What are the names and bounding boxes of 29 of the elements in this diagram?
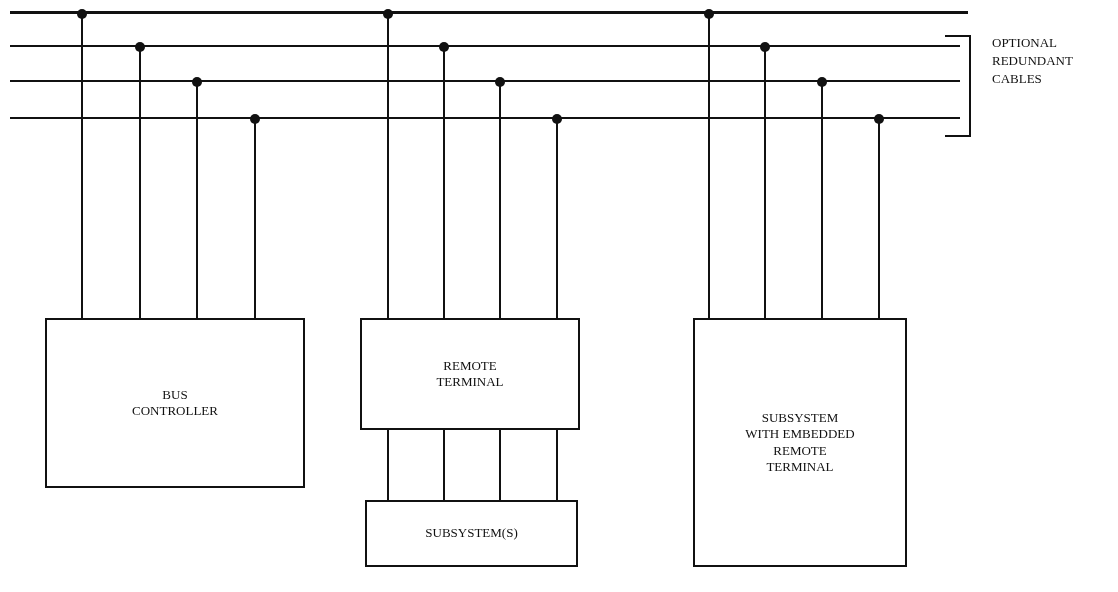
bus-stub-line bbox=[704, 9, 714, 319]
bus-stub-line bbox=[77, 9, 87, 319]
bus-stub-line bbox=[874, 114, 884, 319]
bus-stub-line bbox=[556, 429, 558, 501]
box-label: SUBSYSTEM WITH EMBEDDED REMOTE TERMINAL bbox=[744, 410, 856, 475]
box-label: BUS CONTROLLER bbox=[131, 386, 219, 420]
bus-line bbox=[10, 11, 968, 14]
bus-stub-line bbox=[250, 114, 260, 319]
terminal-box bbox=[365, 500, 578, 567]
bus-stub-line bbox=[760, 42, 770, 319]
bus-stub-line bbox=[135, 42, 145, 319]
box-label: SUBSYSTEM(S) bbox=[424, 525, 519, 542]
bus-line bbox=[10, 45, 960, 47]
box-label: REMOTE TERMINAL bbox=[435, 357, 505, 391]
bus-stub-line bbox=[443, 429, 445, 501]
bus-stub-line bbox=[192, 77, 202, 319]
bus-stub-line bbox=[499, 429, 501, 501]
bus-line bbox=[10, 117, 960, 119]
bus-stub-line bbox=[817, 77, 827, 319]
bus-stub-line bbox=[387, 429, 389, 501]
bus-stub-line bbox=[495, 77, 505, 319]
terminal-box bbox=[693, 318, 907, 567]
bracket-note: OPTIONAL REDUNDANT CABLES bbox=[992, 34, 1074, 89]
bus-stub-line bbox=[383, 9, 393, 319]
bus-line bbox=[10, 80, 960, 82]
terminal-box bbox=[45, 318, 305, 488]
bus-stub-line bbox=[439, 42, 449, 319]
terminal-box bbox=[360, 318, 580, 430]
bus-stub-line bbox=[552, 114, 562, 319]
